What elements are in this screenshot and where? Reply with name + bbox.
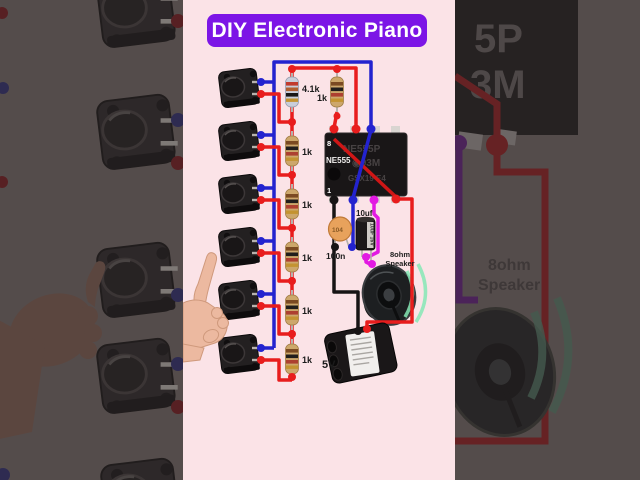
label-r1: 4.1k <box>302 84 321 94</box>
chip-marking-1: NE555P <box>343 144 381 155</box>
ceramic-cap-marking: 104 <box>332 227 343 234</box>
bg-giant-wires <box>455 73 549 445</box>
title-badge: DIY Electronic Piano <box>207 14 427 47</box>
bg-giant-speaker <box>455 307 557 437</box>
resistor-1k-2 <box>284 130 300 172</box>
chip-crossing-wires <box>332 129 398 199</box>
battery-pack-5v <box>324 322 398 384</box>
label-100n: 100n <box>326 251 345 261</box>
resistor-1k-5 <box>284 289 300 331</box>
resistor-1k-4 <box>284 236 300 278</box>
bg-speaker-label-2: Speaker <box>478 277 540 294</box>
resistor-1k-top <box>329 71 345 113</box>
solder-dots <box>257 65 401 381</box>
chip-marking-3: GSX19 E4 <box>348 174 386 183</box>
label-10uf: 10uf <box>356 209 373 218</box>
ne555-chip: 8 1 NE555P ◉93M GSX19 E4 NE555 <box>324 126 408 203</box>
component-labels: 4.1k 1k 1k 1k 1k 1k 1k 10uf 100n 8ohm Sp… <box>302 84 415 371</box>
blue-net <box>261 60 373 350</box>
chip-pin8-label: 8 <box>327 139 331 148</box>
label-r3: 1k <box>302 147 313 157</box>
label-speaker-2: Speaker <box>385 259 414 268</box>
push-button-3[interactable] <box>216 172 263 216</box>
magenta-net <box>364 201 380 267</box>
push-button-1[interactable] <box>216 66 263 110</box>
circuit-panel: 8 1 NE555P ◉93M GSX19 E4 NE555 104 10uF <box>183 0 455 480</box>
push-button-4[interactable] <box>216 225 263 269</box>
label-r2: 1k <box>317 93 328 103</box>
label-r5: 1k <box>302 253 313 263</box>
push-button-2[interactable] <box>216 119 263 163</box>
push-button-5[interactable] <box>216 278 263 322</box>
right-background-strip: 5P 3M 8ohm Speaker <box>455 0 640 480</box>
bg-giant-chip: 5P 3M <box>455 0 578 151</box>
red-output-wire <box>365 197 414 329</box>
push-button-6[interactable] <box>216 332 263 376</box>
pointing-hand <box>183 252 229 363</box>
bg-chip-text-1: 5P <box>474 17 523 61</box>
bg-pointing-hand <box>0 261 106 439</box>
electrolytic-capacitor-10uf: 10uF 16V <box>355 216 376 263</box>
resistor-4k1 <box>284 71 300 113</box>
title-text: DIY Electronic Piano <box>211 18 423 42</box>
left-background-strip <box>0 0 183 480</box>
chip-name-label: NE555 <box>326 156 351 165</box>
resistor-1k-3 <box>284 183 300 225</box>
electrolytic-cap-marking: 10uF 16V <box>369 223 375 246</box>
chip-pin1-label: 1 <box>327 186 331 195</box>
panel-speaker <box>361 263 428 326</box>
bg-speaker-label-1: 8ohm <box>488 257 531 274</box>
label-r7: 1k <box>302 355 313 365</box>
bg-chip-text-2: 3M <box>470 63 526 107</box>
left-strip-dim-overlay <box>0 0 183 480</box>
chip-marking-2: ◉93M <box>352 158 380 169</box>
bg-sound-waves <box>527 296 573 414</box>
bg-giant-buttons <box>0 0 183 480</box>
label-r6: 1k <box>302 306 313 316</box>
label-5v: 5V <box>322 359 336 371</box>
right-strip-dim-overlay <box>455 0 640 480</box>
label-r4: 1k <box>302 200 313 210</box>
label-speaker-1: 8ohm <box>390 250 410 259</box>
